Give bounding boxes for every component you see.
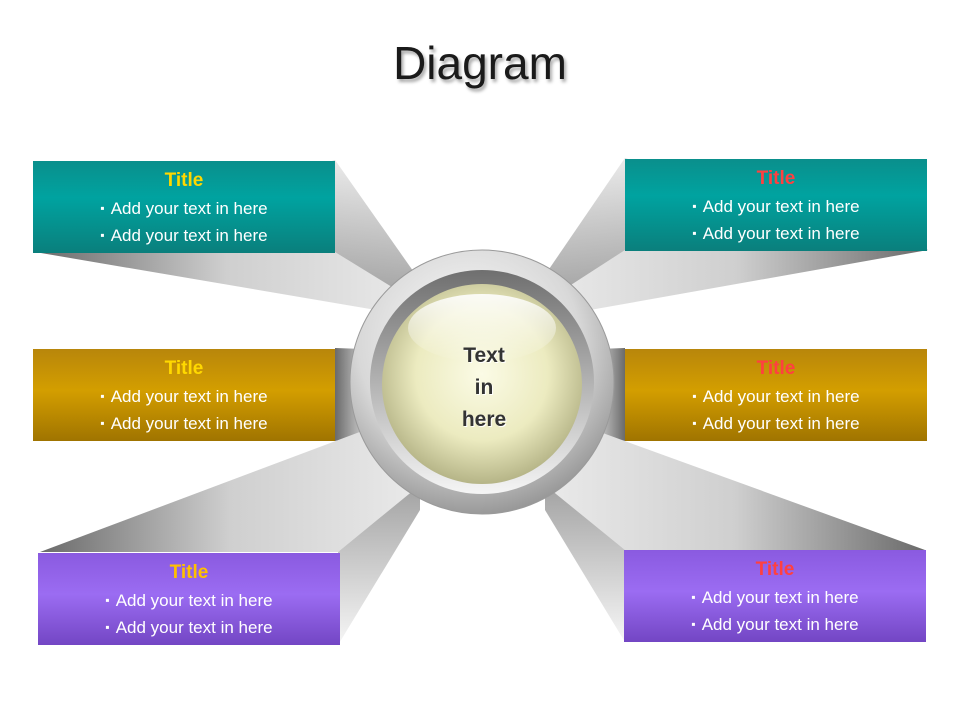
box-middle-right: Title Add your text in here Add your tex… (625, 349, 927, 441)
center-orb-gloss (408, 294, 556, 362)
bullet-item: Add your text in here (33, 384, 335, 411)
bullet-item: Add your text in here (625, 411, 927, 438)
box-top-right: Title Add your text in here Add your tex… (625, 159, 927, 251)
center-text-line: here (461, 408, 507, 431)
center-text: Text in here (424, 340, 544, 436)
center-text-line: Text (463, 344, 505, 367)
box-bottom-right: Title Add your text in here Add your tex… (624, 550, 926, 642)
ray-lower-left (40, 430, 420, 552)
box-title: Title (756, 358, 796, 379)
box-title: Title (755, 559, 795, 580)
ray-lower-left-side (338, 485, 420, 645)
bullet-item: Add your text in here (33, 223, 335, 250)
bullet-item: Add your text in here (38, 588, 340, 615)
ray-lower-right (545, 432, 925, 550)
box-title: Title (169, 562, 209, 583)
box-bottom-left: Title Add your text in here Add your tex… (38, 553, 340, 645)
bullet-item: Add your text in here (624, 585, 926, 612)
bullet-item: Add your text in here (624, 612, 926, 639)
bullet-item: Add your text in here (33, 196, 335, 223)
ray-upper-left-side (335, 160, 418, 292)
box-title: Title (756, 168, 796, 189)
ray-lower-right-side (545, 485, 625, 642)
bullet-item: Add your text in here (625, 384, 927, 411)
ray-upper-right-side (545, 158, 625, 292)
box-middle-left: Title Add your text in here Add your tex… (33, 349, 335, 441)
bullet-item: Add your text in here (38, 615, 340, 642)
box-title: Title (164, 170, 204, 191)
bullet-item: Add your text in here (625, 221, 927, 248)
bullet-item: Add your text in here (33, 411, 335, 438)
box-top-left: Title Add your text in here Add your tex… (33, 161, 335, 253)
bullet-item: Add your text in here (625, 194, 927, 221)
page-title: Diagram (393, 37, 567, 89)
box-title: Title (164, 358, 204, 379)
center-text-line: in (474, 376, 494, 399)
